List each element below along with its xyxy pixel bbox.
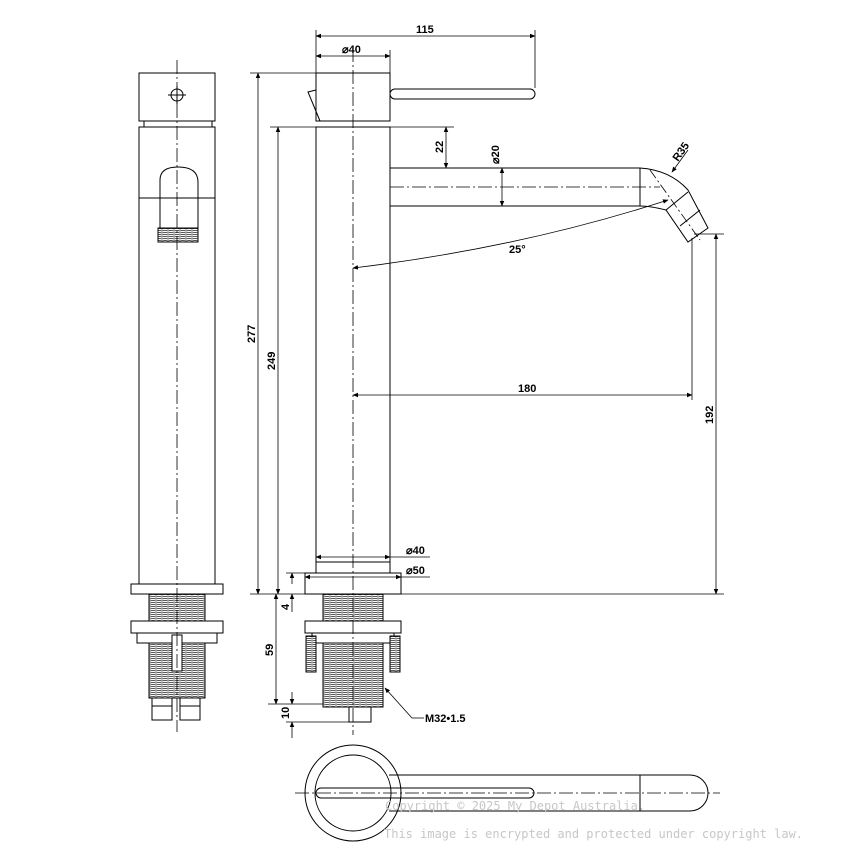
- dim-overall-reach: 115: [416, 24, 434, 36]
- side-connector-b: [179, 697, 201, 721]
- dim-spout-diameter: ⌀20: [490, 145, 502, 164]
- dim-connector-length: 10: [280, 707, 292, 719]
- dim-flange-diameter: ⌀50: [406, 565, 425, 577]
- dim-outlet-height: 192: [704, 406, 716, 424]
- side-spout: [159, 166, 199, 230]
- front-connector: [348, 706, 372, 723]
- front-stud-left: [305, 635, 317, 673]
- side-connector-a: [151, 697, 173, 721]
- front-lever-handle: [389, 88, 536, 100]
- dim-body-height: 277: [246, 325, 258, 343]
- dim-base-diameter: ⌀40: [406, 545, 425, 557]
- side-aerator: [157, 227, 199, 243]
- dim-tube-offset: 22: [434, 141, 446, 153]
- front-spout: [390, 167, 709, 243]
- dim-flange-thickness: 4: [280, 603, 292, 610]
- front-stud-right: [389, 635, 401, 673]
- side-view: [130, 60, 224, 732]
- dim-lever-diameter: ⌀40: [342, 44, 361, 56]
- dim-thread-spec: M32•1.5: [425, 713, 466, 725]
- dimension-lines: [250, 30, 724, 738]
- dim-spout-reach: 180: [518, 383, 536, 395]
- dim-spout-height: 249: [266, 352, 278, 370]
- front-view: [304, 48, 709, 735]
- top-view: [295, 744, 720, 842]
- dim-spout-angle: 25°: [509, 244, 526, 256]
- watermark-copyright: Copyright © 2025 My Depot Australia.: [385, 799, 645, 813]
- dim-spout-radius: R35: [671, 140, 692, 163]
- dim-shank-length: 59: [264, 644, 276, 656]
- watermark-protection: This image is encrypted and protected un…: [384, 827, 803, 841]
